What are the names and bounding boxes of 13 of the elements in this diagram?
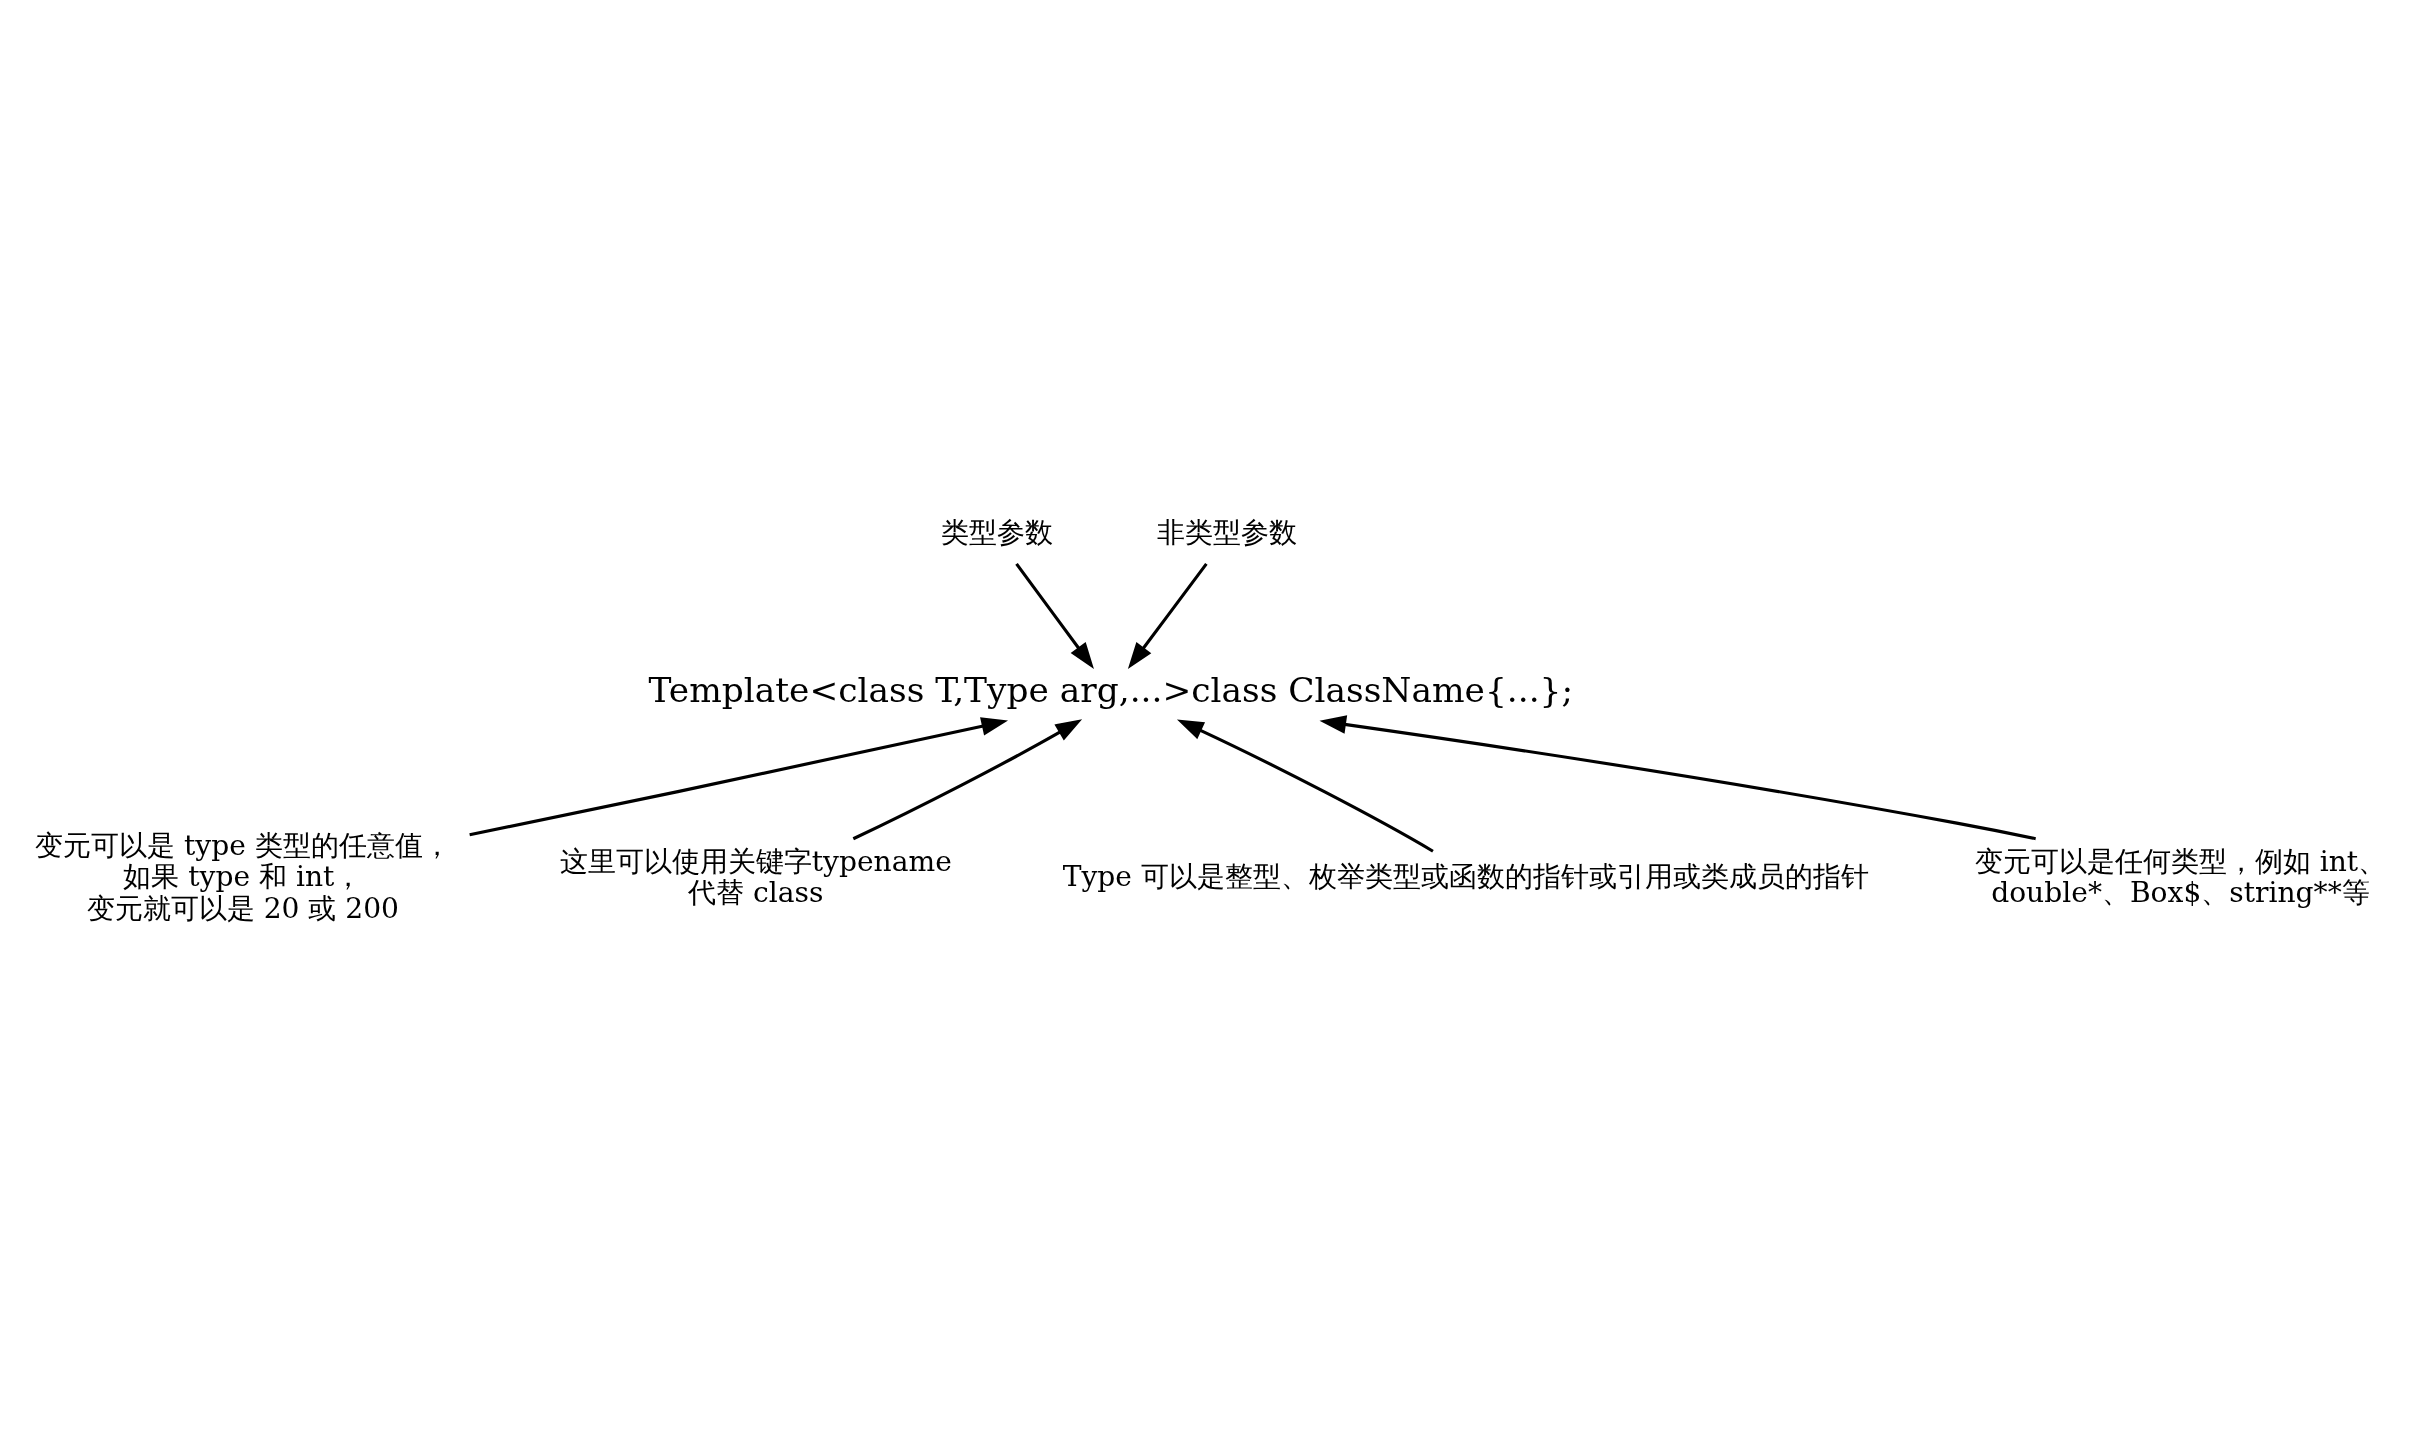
arrow	[1176, 719, 1434, 853]
node-text: Type 可以是整型、枚举类型或函数的指针或引用或类成员的指针	[1062, 860, 1869, 894]
node-text: 变元可以是任何类型，例如 int、double*、Box$、string**等	[1974, 844, 2387, 909]
arrow	[852, 719, 1083, 841]
node-text: 这里可以使用关键字typename 代替 class	[559, 844, 952, 909]
node-text: Template<class T,Type arg,...>class ClassName{...};	[648, 670, 1574, 711]
node-text: 非类型参数	[1156, 516, 1297, 550]
arrow	[1127, 563, 1208, 669]
node-text: 类型参数	[940, 516, 1053, 550]
arrow	[1015, 563, 1094, 669]
node-text: 变元可以是 type 类型的任意值，如果 type 和 int，变元就可以是 20 或 200	[35, 829, 451, 925]
arrow	[469, 717, 1009, 837]
arrow	[1319, 715, 2036, 841]
